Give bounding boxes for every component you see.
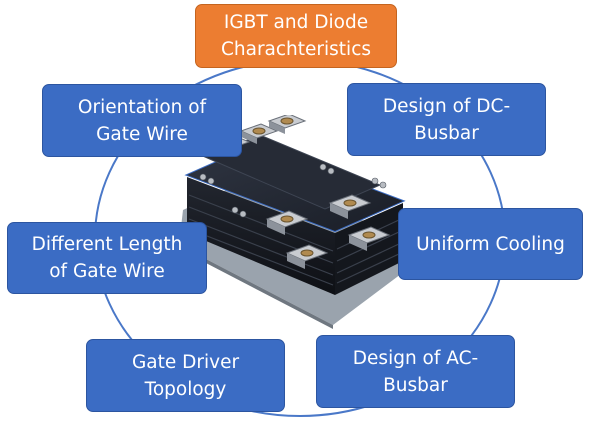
box-label-line: Different Length xyxy=(31,234,183,255)
box-gate-driver-topology: Gate Driver Topology xyxy=(86,339,285,412)
box-uniform-cooling: Uniform Cooling xyxy=(398,208,583,280)
box-label-line: of Gate Wire xyxy=(49,261,165,282)
box-label-line: Busbar xyxy=(383,374,448,396)
box-label-line: Design of DC- xyxy=(382,95,511,117)
igbt-power-module-icon xyxy=(179,115,415,329)
box-design-dc-busbar: Design of DC- Busbar xyxy=(347,83,546,156)
box-design-ac-busbar: Design of AC- Busbar xyxy=(316,335,515,408)
box-label-line: Orientation of xyxy=(77,96,207,118)
box-different-length-gate-wire: Different Length of Gate Wire xyxy=(7,222,207,294)
box-label-line: Topology xyxy=(144,378,227,400)
box-label-line: Design of AC- xyxy=(352,347,479,369)
box-orientation-gate-wire: Orientation of Gate Wire xyxy=(42,84,242,157)
box-label-line: Gate Driver xyxy=(131,351,240,373)
box-label-line: IGBT and Diode xyxy=(223,12,369,33)
box-label-line: Uniform Cooling xyxy=(416,233,565,255)
box-label-line: Gate Wire xyxy=(96,123,188,145)
box-label-line: Busbar xyxy=(414,122,479,144)
box-igbt-diode-characteristics: IGBT and Diode Charachteristics xyxy=(195,4,397,68)
box-label-line: Charachteristics xyxy=(220,39,372,60)
